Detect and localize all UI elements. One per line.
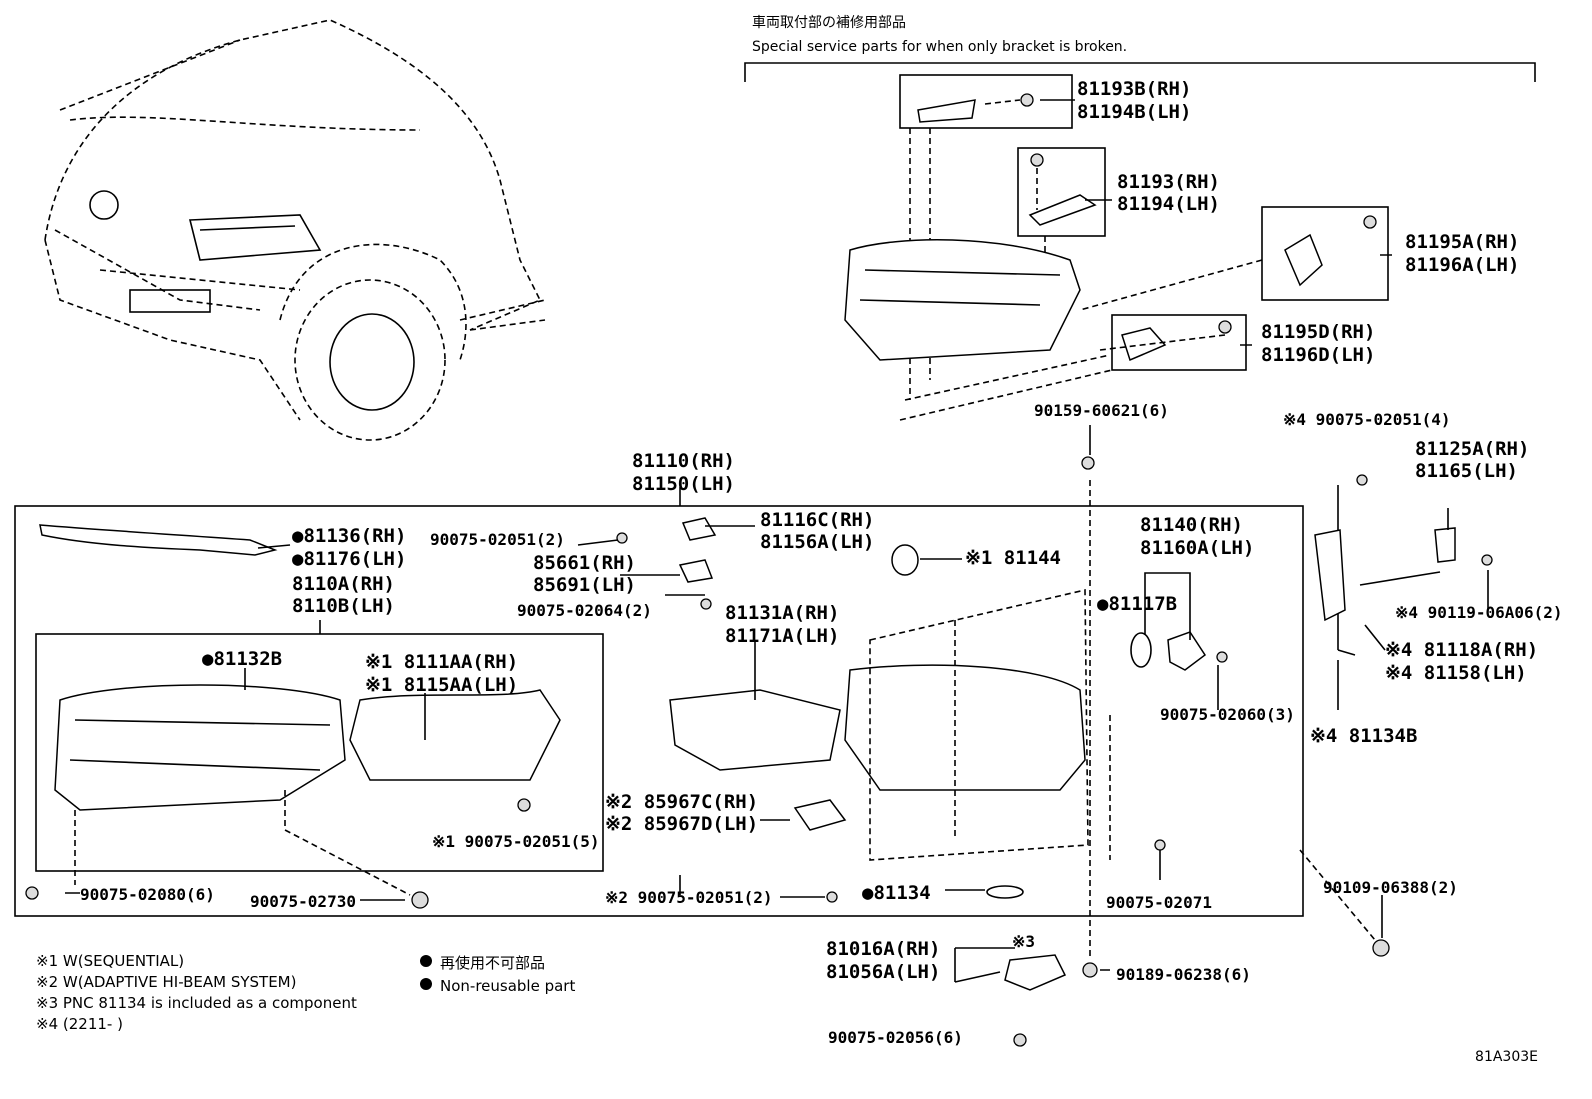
header-title-jp: 車両取付部の補修用部品 — [752, 14, 906, 31]
footnote-3: ※3 PNC 81134 is included as a component — [36, 994, 357, 1012]
part-label-90109-06388: 90109-06388(2) — [1323, 878, 1458, 897]
part-label-81160A-LH: 81160A(LH) — [1140, 537, 1254, 559]
part-label-81194-LH: 81194(LH) — [1117, 193, 1220, 215]
footnote-1: ※1 W(SEQUENTIAL) — [36, 952, 184, 970]
part-label-90075-02051-4: ※4 90075-02051(4) — [1283, 410, 1451, 429]
part-label-8110B-LH: 8110B(LH) — [292, 595, 395, 617]
part-label-81118A-RH: ※4 81118A(RH) — [1385, 639, 1538, 661]
part-label-81194B-LH: 81194B(LH) — [1077, 101, 1191, 123]
bracket-section — [744, 62, 1536, 421]
part-label-81156A-LH: 81156A(LH) — [760, 531, 874, 553]
part-label-81117B: ●81117B — [1097, 593, 1177, 615]
part-label-85661-RH: 85661(RH) — [533, 552, 636, 574]
part-label-81140-RH: 81140(RH) — [1140, 514, 1243, 536]
part-label-81150-LH: 81150(LH) — [632, 473, 735, 495]
assembly-frame — [14, 505, 1304, 917]
part-label-81016A-RH: 81016A(RH) — [826, 938, 940, 960]
part-label-90075-02051-2a: 90075-02051(2) — [430, 530, 565, 549]
part-label-81116C-RH: 81116C(RH) — [760, 509, 874, 531]
part-label-90075-02071: 90075-02071 — [1106, 893, 1212, 912]
part-label-note3-mark: ※3 — [1012, 932, 1035, 951]
legend-en: Non-reusable part — [440, 977, 575, 995]
part-label-85967D-LH: ※2 85967D(LH) — [605, 813, 758, 835]
legend-bullet-jp — [420, 955, 432, 967]
part-label-81136-RH: ●81136(RH) — [292, 525, 406, 547]
part-label-81132B: ●81132B — [202, 648, 282, 670]
part-label-81134B: ※4 81134B — [1310, 725, 1417, 747]
part-label-8111AA-RH: ※1 8111AA(RH) — [365, 651, 518, 673]
leveling-sensor-parts — [1004, 456, 1493, 1047]
part-label-90075-02064: 90075-02064(2) — [517, 601, 652, 620]
part-label-90159-60621: 90159-60621(6) — [1034, 401, 1169, 420]
part-label-85691-LH: 85691(LH) — [533, 574, 636, 596]
part-label-81158-LH: ※4 81158(LH) — [1385, 662, 1527, 684]
part-label-90075-02080: 90075-02080(6) — [80, 885, 215, 904]
header-title-en: Special service parts for when only brac… — [752, 39, 1127, 55]
part-label-85967C-RH: ※2 85967C(RH) — [605, 791, 758, 813]
part-label-90075-02730: 90075-02730 — [250, 892, 356, 911]
part-label-81193B-RH: 81193B(RH) — [1077, 78, 1191, 100]
part-label-90075-02051-5: ※1 90075-02051(5) — [432, 832, 600, 851]
part-label-81195D-RH: 81195D(RH) — [1261, 321, 1375, 343]
part-label-81171A-LH: 81171A(LH) — [725, 625, 839, 647]
part-label-90075-02060: 90075-02060(3) — [1160, 705, 1295, 724]
footnote-2: ※2 W(ADAPTIVE HI-BEAM SYSTEM) — [36, 973, 296, 991]
part-label-81195A-RH: 81195A(RH) — [1405, 231, 1519, 253]
footnote-4: ※4 (2211- ) — [36, 1015, 123, 1033]
leader-lines — [65, 99, 1489, 983]
assembly-parts — [25, 517, 1228, 909]
part-label-90075-02051-2b: ※2 90075-02051(2) — [605, 888, 773, 907]
legend-jp: 再使用不可部品 — [440, 954, 545, 972]
part-label-8110A-RH: 8110A(RH) — [292, 573, 395, 595]
diagram-code: 81A303E — [1475, 1049, 1538, 1065]
part-label-81176-LH: ●81176(LH) — [292, 548, 406, 570]
part-label-90075-02056: 90075-02056(6) — [828, 1028, 963, 1047]
part-label-81056A-LH: 81056A(LH) — [826, 961, 940, 983]
part-label-81125A-RH: 81125A(RH) — [1415, 438, 1529, 460]
part-label-81193-RH: 81193(RH) — [1117, 171, 1220, 193]
part-label-90189-06238: 90189-06238(6) — [1116, 965, 1251, 984]
part-label-81110-RH: 81110(RH) — [632, 450, 735, 472]
part-label-81196D-LH: 81196D(LH) — [1261, 344, 1375, 366]
part-label-81196A-LH: 81196A(LH) — [1405, 254, 1519, 276]
vehicle-illustration — [44, 19, 546, 441]
part-label-81131A-RH: 81131A(RH) — [725, 602, 839, 624]
part-label-81165-LH: 81165(LH) — [1415, 460, 1518, 482]
part-label-90119-06A06: ※4 90119-06A06(2) — [1395, 603, 1563, 622]
part-label-81134: ●81134 — [862, 882, 931, 904]
part-label-81144: ※1 81144 — [965, 547, 1061, 569]
legend-bullet-en — [420, 978, 432, 990]
part-label-8115AA-LH: ※1 8115AA(LH) — [365, 674, 518, 696]
